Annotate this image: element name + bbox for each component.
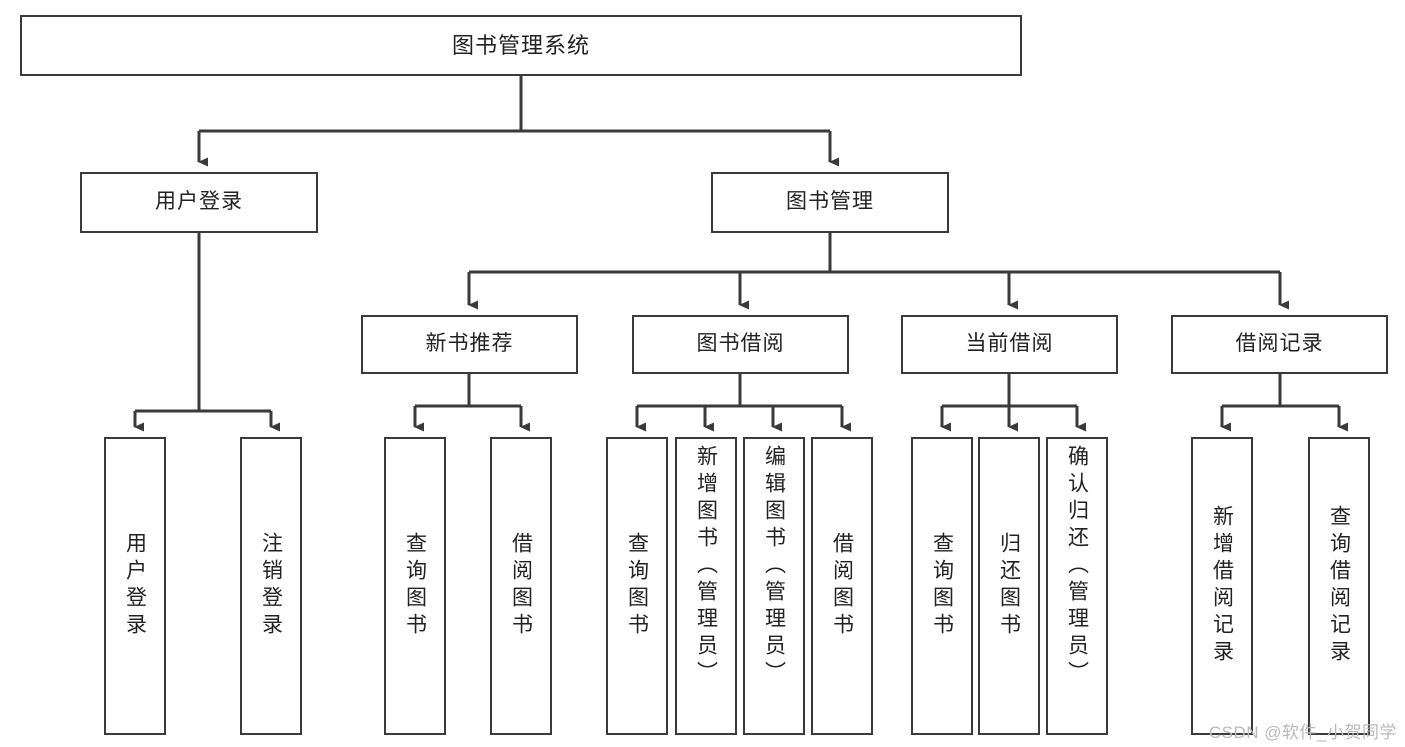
node-leaf-user-login-label: 用户登录: [123, 532, 147, 640]
node-leaf-borrow-book-1[interactable]: 借阅图书: [490, 437, 552, 735]
node-leaf-query-book-3[interactable]: 查询图书: [911, 437, 973, 735]
node-leaf-query-record-label: 查询借阅记录: [1327, 505, 1351, 667]
node-leaf-query-book-1[interactable]: 查询图书: [384, 437, 446, 735]
node-new-book-recommend[interactable]: 新书推荐: [361, 315, 578, 374]
node-book-borrow-label: 图书借阅: [696, 332, 785, 356]
node-leaf-add-book[interactable]: 新增图书（管理员）: [675, 437, 737, 735]
node-leaf-confirm-return[interactable]: 确认归还（管理员）: [1046, 437, 1108, 735]
node-leaf-query-book-2-label: 查询图书: [625, 532, 649, 640]
node-book-management-label: 图书管理: [786, 190, 874, 214]
node-leaf-add-book-label: 新增图书（管理员）: [694, 445, 718, 688]
node-root[interactable]: 图书管理系统: [20, 15, 1022, 76]
node-user-login-label: 用户登录: [155, 190, 243, 214]
node-leaf-return-book-label: 归还图书: [997, 532, 1021, 640]
node-leaf-edit-book[interactable]: 编辑图书（管理员）: [743, 437, 805, 735]
node-leaf-query-book-2[interactable]: 查询图书: [606, 437, 668, 735]
node-leaf-query-book-1-label: 查询图书: [403, 532, 427, 640]
node-leaf-confirm-return-label: 确认归还（管理员）: [1065, 445, 1089, 688]
node-leaf-edit-book-label: 编辑图书（管理员）: [762, 445, 786, 688]
node-user-login[interactable]: 用户登录: [80, 172, 318, 233]
node-current-borrow[interactable]: 当前借阅: [901, 315, 1118, 374]
node-new-book-recommend-label: 新书推荐: [425, 332, 514, 356]
node-borrow-record-label: 借阅记录: [1235, 332, 1324, 356]
node-leaf-query-record[interactable]: 查询借阅记录: [1308, 437, 1370, 735]
node-leaf-add-record-label: 新增借阅记录: [1210, 505, 1234, 667]
node-leaf-borrow-book-1-label: 借阅图书: [509, 532, 533, 640]
csdn-watermark: CSDN @软件_小贺同学: [1208, 723, 1397, 742]
node-leaf-add-record[interactable]: 新增借阅记录: [1191, 437, 1253, 735]
node-book-borrow[interactable]: 图书借阅: [632, 315, 849, 374]
node-leaf-borrow-book-2[interactable]: 借阅图书: [811, 437, 873, 735]
node-borrow-record[interactable]: 借阅记录: [1171, 315, 1388, 374]
node-leaf-query-book-3-label: 查询图书: [930, 532, 954, 640]
node-leaf-borrow-book-2-label: 借阅图书: [830, 532, 854, 640]
node-root-label: 图书管理系统: [451, 32, 590, 58]
node-leaf-logout-login-label: 注销登录: [259, 532, 283, 640]
node-book-management[interactable]: 图书管理: [711, 172, 949, 233]
node-leaf-return-book[interactable]: 归还图书: [978, 437, 1040, 735]
node-leaf-logout-login[interactable]: 注销登录: [240, 437, 302, 735]
node-current-borrow-label: 当前借阅: [965, 332, 1054, 356]
node-leaf-user-login[interactable]: 用户登录: [104, 437, 166, 735]
